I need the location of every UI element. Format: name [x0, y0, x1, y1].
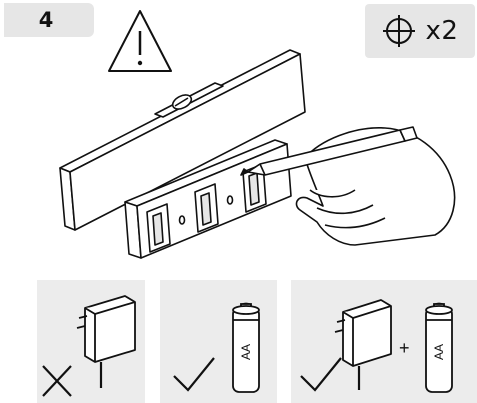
marking-illustration — [59, 49, 456, 259]
panel-adapter-and-battery-allowed: + AA — [291, 280, 477, 403]
pencil — [240, 126, 418, 176]
panel-adapter-not-allowed — [37, 280, 145, 403]
check-mark-icon — [173, 357, 215, 392]
battery-label: AA — [239, 344, 253, 360]
combined-plus-sign: + — [399, 338, 410, 358]
panel-battery-allowed: AA — [160, 280, 277, 403]
step-number: 4 — [38, 8, 54, 32]
aa-battery-icon: AA — [232, 302, 260, 393]
power-adapter-icon — [76, 295, 136, 388]
step-number-badge: 4 — [4, 3, 94, 37]
cross-mark-icon — [42, 365, 72, 397]
quantity-indicator: x2 — [365, 4, 475, 58]
power-adapter-icon — [334, 299, 392, 390]
battery-label: AA — [432, 344, 446, 360]
aa-battery-icon: AA — [425, 302, 453, 393]
warning-triangle-icon — [108, 10, 172, 72]
quantity-label: x2 — [425, 16, 459, 46]
crosshair-screw-icon — [382, 15, 415, 47]
check-mark-icon — [300, 357, 342, 392]
spirit-level — [59, 49, 306, 231]
